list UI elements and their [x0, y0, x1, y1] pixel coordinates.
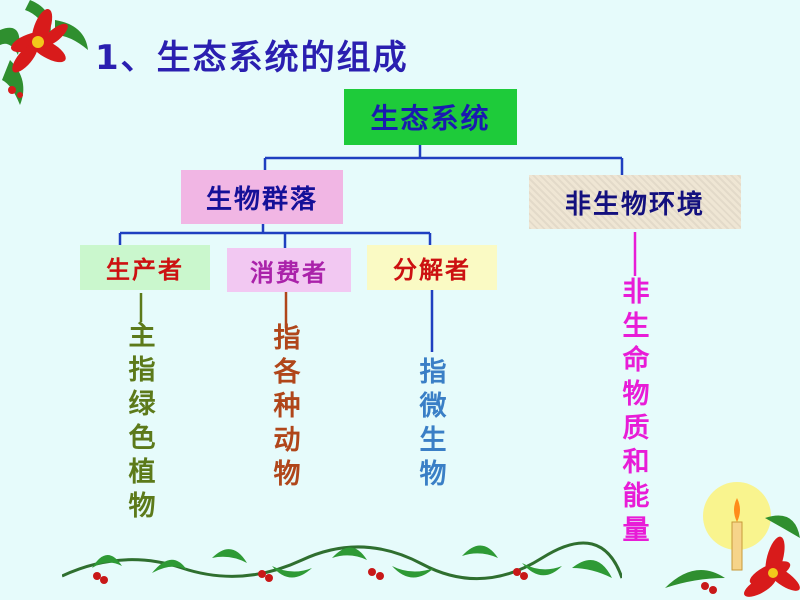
producer-desc-char: 物 — [128, 491, 156, 522]
decomposer-desc-char: 生 — [419, 425, 447, 456]
producer-desc-char: 绿 — [128, 389, 156, 420]
environment-description: 非 生 命 物 质 和 能 量 — [614, 276, 658, 548]
consumer-desc-char: 动 — [273, 425, 301, 456]
producer-box: 生产者 — [80, 245, 210, 290]
producer-desc-char: 植 — [128, 457, 156, 488]
decomposer-desc-char: 指 — [419, 357, 447, 388]
consumer-desc-char: 各 — [273, 357, 301, 388]
consumer-desc-char: 物 — [273, 459, 301, 490]
abiotic-environment-box: 非生物环境 — [529, 175, 741, 229]
decomposer-desc-char: 微 — [419, 391, 447, 422]
producer-desc-char: 指 — [128, 355, 156, 386]
poinsettia-icon — [0, 0, 88, 105]
consumer-desc-char: 指 — [273, 323, 301, 354]
env-desc-char: 生 — [622, 311, 650, 342]
env-desc-char: 和 — [622, 447, 650, 478]
env-desc-char: 物 — [622, 379, 650, 410]
consumer-desc-char: 种 — [273, 391, 301, 422]
decomposer-box: 分解者 — [367, 245, 497, 290]
consumer-box: 消费者 — [227, 248, 351, 292]
producer-desc-char: 主 — [128, 321, 156, 352]
consumer-description: 指 各 种 动 物 — [265, 322, 309, 492]
producer-description: 主 指 绿 色 植 物 — [120, 320, 164, 524]
decomposer-description: 指 微 生 物 — [411, 356, 455, 492]
producer-desc-char: 色 — [128, 423, 156, 454]
biotic-community-box: 生物群落 — [181, 170, 343, 224]
env-desc-char: 质 — [622, 413, 650, 444]
page-title: 1、生态系统的组成 — [95, 38, 409, 78]
holly-garland-icon — [62, 541, 622, 584]
ecosystem-box: 生态系统 — [344, 89, 517, 145]
env-desc-char: 非 — [622, 277, 650, 308]
candle-icon — [665, 482, 800, 597]
env-desc-char: 能 — [622, 481, 650, 512]
env-desc-char: 量 — [622, 515, 650, 546]
decomposer-desc-char: 物 — [419, 459, 447, 490]
env-desc-char: 命 — [622, 345, 650, 376]
